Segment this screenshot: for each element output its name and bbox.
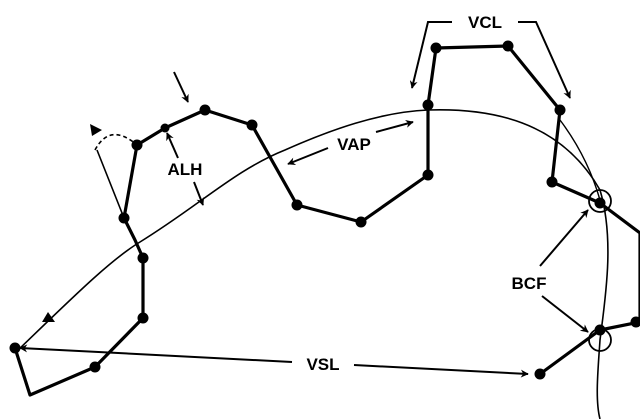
track-point — [131, 139, 143, 151]
track-point — [422, 169, 434, 181]
track-point — [430, 42, 442, 54]
vcl-bracket-right — [518, 21, 571, 99]
alh-arrow-up — [166, 132, 179, 159]
average-path-curve — [15, 108, 609, 419]
bcf-circle-upper — [588, 189, 612, 213]
track-point — [355, 216, 367, 228]
head-angle-arc — [94, 133, 138, 151]
track-point — [9, 342, 21, 354]
track-point — [534, 368, 546, 380]
track-point — [554, 104, 566, 116]
track-point — [422, 99, 434, 111]
track-point — [160, 123, 170, 133]
track-point — [137, 312, 149, 324]
vap-label: VAP — [337, 135, 371, 154]
track-point — [546, 176, 558, 188]
track-point — [118, 212, 130, 224]
bcf-arrow-lower — [541, 295, 589, 333]
vcl-label: VCL — [468, 13, 502, 32]
pointer-arrow-top — [173, 71, 189, 103]
bcf-label: BCF — [512, 274, 547, 293]
track-point — [199, 104, 211, 116]
track-point — [594, 324, 606, 336]
alh-arrow-down — [193, 181, 205, 206]
track-point — [89, 361, 101, 373]
vap-arrow-left — [287, 147, 329, 166]
track-point — [137, 252, 149, 264]
vsl-line-left — [19, 344, 293, 363]
vsl-label: VSL — [306, 355, 339, 374]
vap-arrow-right — [375, 120, 414, 133]
track-point — [291, 199, 303, 211]
vsl-line-right — [353, 364, 529, 378]
head-reference-line — [96, 149, 125, 219]
pointer-arrow-angle — [62, 128, 88, 146]
track-point — [502, 40, 514, 52]
bcf-circle-lower — [588, 328, 612, 352]
curvilinear-track — [13, 44, 640, 397]
vap-curve-marker — [42, 312, 55, 322]
bcf-arrow-upper — [539, 209, 589, 267]
angle-marker — [90, 124, 102, 136]
alh-label: ALH — [168, 160, 203, 179]
track-point — [594, 197, 606, 209]
track-point — [246, 119, 258, 131]
track-points — [9, 40, 640, 380]
vcl-bracket — [409, 21, 452, 89]
track-point — [630, 316, 640, 328]
